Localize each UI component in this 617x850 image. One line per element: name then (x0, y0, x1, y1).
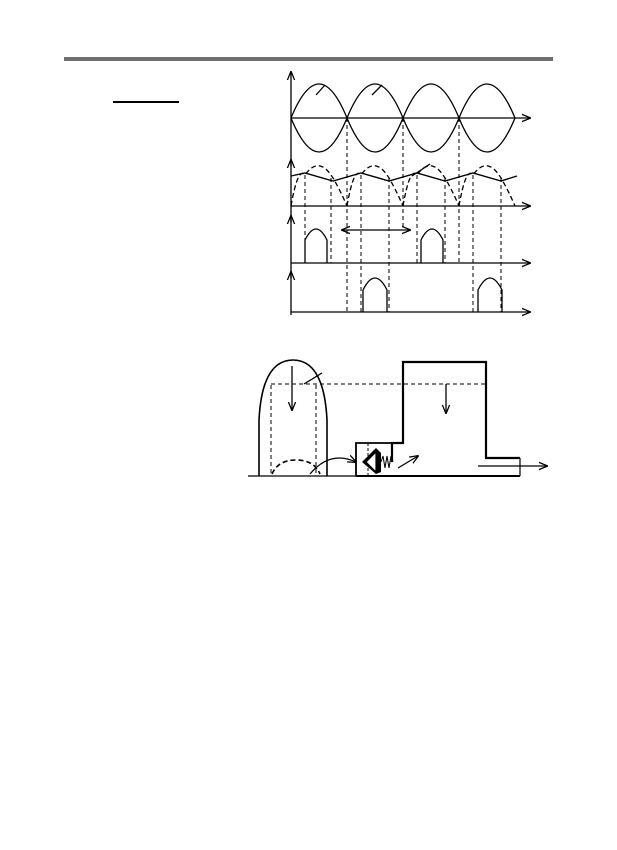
source-tank-outline (258, 359, 328, 476)
flow-arrow-to-valve (309, 458, 356, 475)
trace4-pulse-2 (477, 277, 503, 312)
trace1-label-leader-2 (371, 84, 383, 96)
trace2-dashed-arches (290, 165, 516, 207)
trace3-pulse-2 (420, 228, 444, 263)
trace1-label-leader-1 (315, 84, 326, 96)
source-label-leader (303, 372, 323, 385)
trace4-pulse-1 (362, 277, 388, 312)
caption-underline (113, 101, 179, 103)
trace2-label-leader (411, 163, 431, 177)
flow-arc-dashed (271, 459, 321, 475)
flow-arrow-out (397, 456, 418, 469)
header-rule (64, 57, 553, 61)
check-valve-seat (365, 450, 377, 474)
reservoir-outline (390, 360, 520, 462)
guide-lines (304, 118, 502, 312)
